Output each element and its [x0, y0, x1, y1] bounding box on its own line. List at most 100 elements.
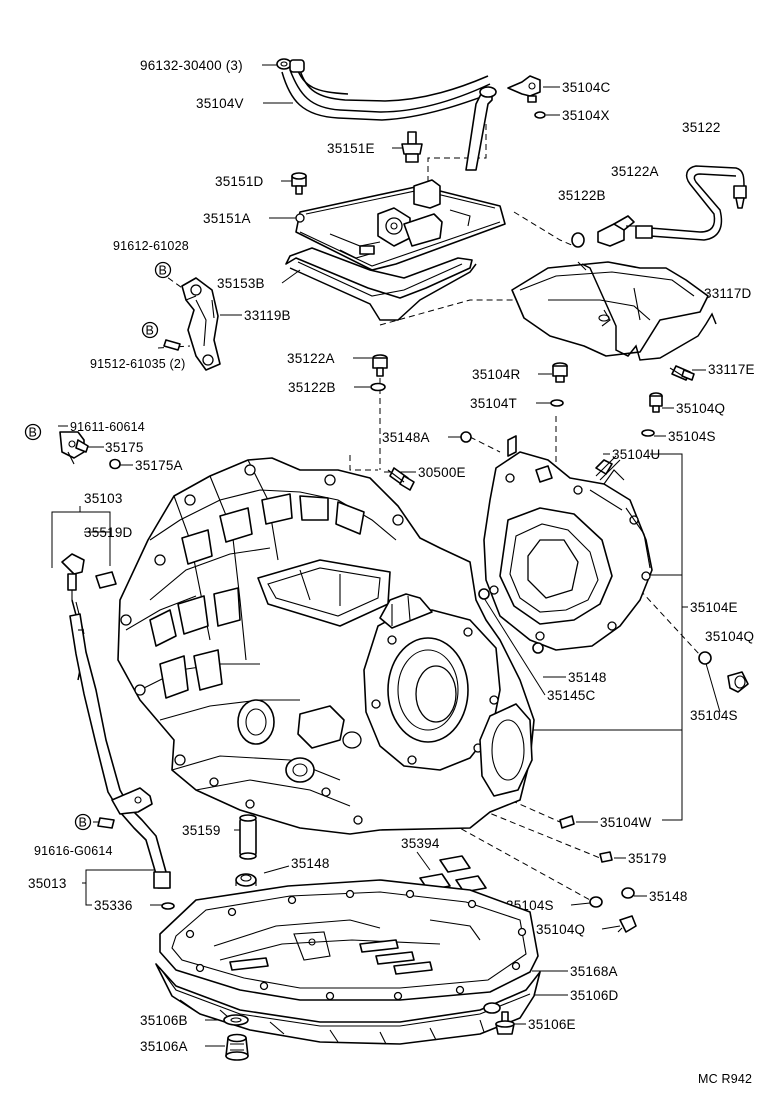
label-35104u[interactable]: 35104U [612, 447, 661, 462]
extension-housing-35104u [483, 435, 653, 651]
label-35106d[interactable]: 35106D [570, 988, 619, 1003]
circled-b-icon: B [74, 813, 92, 831]
circled-b-markers: B B B B [24, 261, 172, 831]
label-35106e[interactable]: 35106E [528, 1017, 576, 1032]
label-35104v[interactable]: 35104V [196, 96, 244, 111]
label-35104q-1[interactable]: 35104Q [676, 401, 725, 416]
label-35394[interactable]: 35394 [401, 836, 440, 851]
drain-plug-35106a [225, 1033, 249, 1061]
label-35104e[interactable]: 35104E [690, 600, 738, 615]
label-35106b[interactable]: 35106B [140, 1013, 188, 1028]
gasket-35153b [285, 247, 477, 321]
valve-body-cover-35151a [295, 179, 506, 271]
label-91512-61035[interactable]: 91512-61035 (2) [90, 357, 185, 371]
label-35104s-2[interactable]: 35104S [690, 708, 738, 723]
label-35151e[interactable]: 35151E [327, 141, 375, 156]
union-35122a [597, 215, 640, 247]
gasket-35104t [550, 399, 564, 407]
bolt-91512-61035 [163, 339, 181, 351]
label-30500e[interactable]: 30500E [418, 465, 466, 480]
label-35104q-2[interactable]: 35104Q [705, 629, 754, 644]
label-35148a[interactable]: 35148A [382, 430, 430, 445]
label-35145c[interactable]: 35145C [547, 688, 596, 703]
label-91611-60614[interactable]: 91611-60614 [70, 420, 145, 434]
pin-35104w [559, 815, 575, 829]
bolt-30500e [387, 467, 415, 491]
label-35179[interactable]: 35179 [628, 851, 667, 866]
label-35148-2[interactable]: 35148 [291, 856, 330, 871]
label-35153b[interactable]: 35153B [217, 276, 265, 291]
washer-35106b [223, 1014, 249, 1026]
circled-b-icon: B [141, 321, 159, 339]
gasket-35148a [460, 431, 472, 443]
o-ring-35336 [161, 902, 175, 910]
label-35013[interactable]: 35013 [28, 876, 67, 891]
magnets-35394 [419, 855, 487, 893]
cooler-hoses [276, 58, 546, 171]
label-plate-35519d [95, 571, 117, 589]
label-35104r[interactable]: 35104R [472, 367, 521, 382]
pin-35179 [599, 851, 613, 863]
sleeve-35159 [239, 814, 257, 860]
label-91612-61028[interactable]: 91612-61028 [113, 239, 189, 253]
svg-text:B: B [146, 324, 155, 338]
bolt-35104u [595, 455, 621, 481]
label-35151a[interactable]: 35151A [203, 211, 251, 226]
gasket-35122b-top [571, 232, 585, 248]
circled-b-icon: B [154, 261, 172, 279]
gasket-35122b-mid [370, 382, 386, 392]
label-35122a-top[interactable]: 35122A [611, 164, 659, 179]
bolt-33117e [669, 365, 695, 381]
label-35168a[interactable]: 35168A [570, 964, 618, 979]
label-33117e[interactable]: 33117E [708, 362, 755, 377]
part-labels: 96132-30400 (3) 35104V 35104C 35104X 351… [28, 58, 755, 1086]
oil-pan-35106d [155, 879, 541, 1045]
tube-35122 [635, 165, 747, 241]
gasket-35148-2 [235, 873, 257, 887]
label-35175[interactable]: 35175 [105, 440, 144, 455]
label-35148-3[interactable]: 35148 [649, 889, 688, 904]
o-ring-35175a [109, 458, 121, 470]
bracket-33119b [181, 277, 221, 371]
label-35122a-mid[interactable]: 35122A [287, 351, 335, 366]
heat-shield-33117d [511, 261, 717, 361]
dipstick-tube-35013 [69, 613, 171, 889]
svg-text:B: B [79, 816, 88, 830]
label-35104x[interactable]: 35104X [562, 108, 610, 123]
diagram-code: MC R942 [698, 1072, 752, 1086]
label-35151d[interactable]: 35151D [215, 174, 264, 189]
label-96132-30400[interactable]: 96132-30400 (3) [140, 58, 243, 73]
label-91616-g0614[interactable]: 91616-G0614 [34, 844, 113, 858]
label-35104c[interactable]: 35104C [562, 80, 611, 95]
label-35106a[interactable]: 35106A [140, 1039, 188, 1054]
label-35148-1[interactable]: 35148 [568, 670, 607, 685]
gasket-35104s-2 [698, 651, 712, 665]
plug-35104q-1 [649, 392, 663, 413]
bolt-35122a-mid [372, 354, 388, 377]
bolt-91616-g0614 [97, 817, 115, 829]
label-35104t[interactable]: 35104T [470, 396, 517, 411]
label-35122[interactable]: 35122 [682, 120, 721, 135]
label-35175a[interactable]: 35175A [135, 458, 183, 473]
circled-b-icon: B [24, 423, 42, 441]
breather-plug-35151e [401, 131, 423, 163]
label-35122b-mid[interactable]: 35122B [288, 380, 336, 395]
label-33117d[interactable]: 33117D [704, 286, 752, 301]
label-35103[interactable]: 35103 [84, 491, 123, 506]
plug-35104q-2 [727, 671, 749, 693]
label-35159[interactable]: 35159 [182, 823, 221, 838]
gasket-35148-1 [532, 642, 544, 654]
bolt-35106e [495, 1011, 515, 1035]
label-35104q-3[interactable]: 35104Q [536, 922, 585, 937]
svg-text:B: B [29, 426, 38, 440]
label-35104s-1[interactable]: 35104S [668, 429, 716, 444]
label-35122b-top[interactable]: 35122B [558, 188, 606, 203]
plug-35104r [552, 362, 568, 383]
label-35336[interactable]: 35336 [94, 898, 133, 913]
label-33119b[interactable]: 33119B [244, 308, 291, 323]
svg-text:B: B [159, 264, 168, 278]
label-35104w[interactable]: 35104W [600, 815, 652, 830]
plug-35104q-3 [617, 915, 637, 933]
gasket-35148-3 [621, 887, 635, 899]
